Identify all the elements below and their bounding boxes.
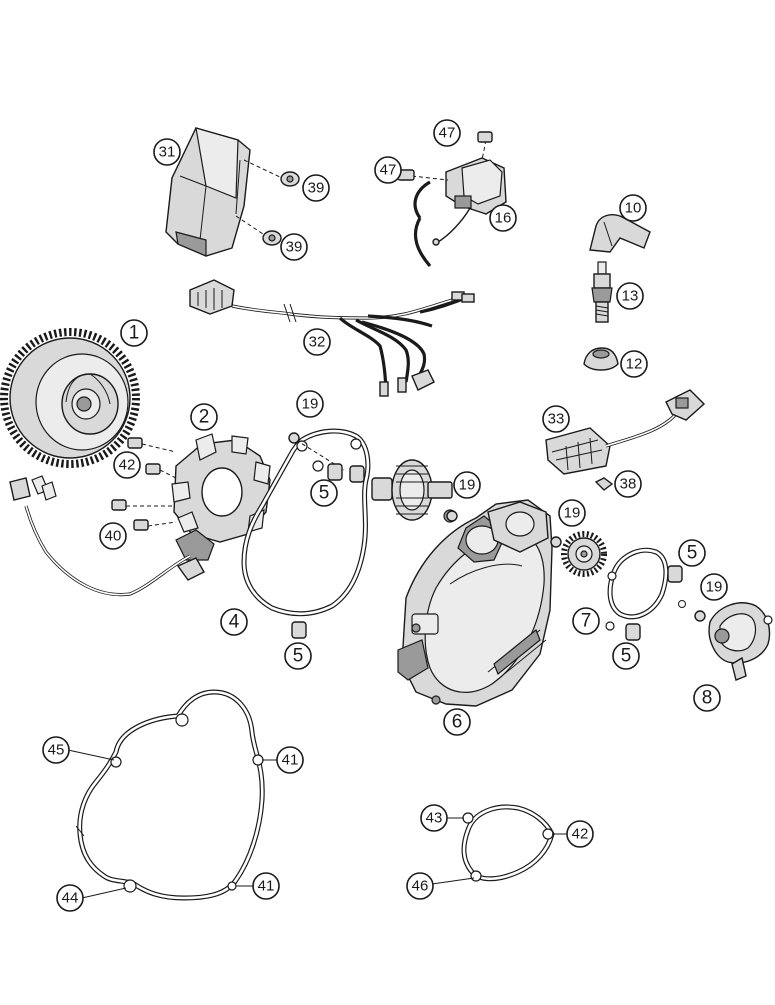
callout-19: 19 <box>558 499 586 527</box>
svg-text:1: 1 <box>129 323 140 344</box>
callout-8: 8 <box>693 684 721 712</box>
callout-7: 7 <box>572 607 600 635</box>
part-stator <box>9 433 271 597</box>
part-plug-boot <box>583 347 619 371</box>
svg-text:41: 41 <box>282 752 299 769</box>
svg-text:19: 19 <box>302 396 319 413</box>
svg-text:40: 40 <box>105 528 122 545</box>
svg-text:47: 47 <box>380 162 397 179</box>
callout-31: 31 <box>153 138 181 166</box>
callout-43: 43 <box>420 804 448 832</box>
svg-text:2: 2 <box>199 407 210 428</box>
callout-47: 47 <box>433 119 461 147</box>
callout-46: 46 <box>406 872 434 900</box>
svg-text:38: 38 <box>620 476 637 493</box>
callout-10: 10 <box>619 194 647 222</box>
svg-text:43: 43 <box>426 810 443 827</box>
callout-40: 40 <box>99 522 127 550</box>
callout-32: 32 <box>303 328 331 356</box>
part-gear-shaft <box>371 459 457 523</box>
svg-text:5: 5 <box>687 543 698 564</box>
svg-text:42: 42 <box>572 826 589 843</box>
callout-19: 19 <box>296 390 324 418</box>
part-spark-plug <box>591 261 613 323</box>
svg-text:45: 45 <box>48 742 65 759</box>
callout-6: 6 <box>443 708 471 736</box>
svg-text:44: 44 <box>62 890 79 907</box>
svg-text:32: 32 <box>309 334 326 351</box>
callout-12: 12 <box>620 350 648 378</box>
part-wiring-harness <box>189 279 475 397</box>
svg-text:19: 19 <box>564 505 581 522</box>
svg-text:42: 42 <box>119 457 136 474</box>
part-cdi-screws <box>235 159 300 246</box>
callout-47: 47 <box>374 156 402 184</box>
callout-42: 42 <box>566 820 594 848</box>
callout-44: 44 <box>56 884 84 912</box>
callout-13: 13 <box>616 282 644 310</box>
svg-text:5: 5 <box>293 646 304 667</box>
svg-text:33: 33 <box>548 411 565 428</box>
part-spark-plug-cap <box>589 214 651 253</box>
callout-39: 39 <box>280 233 308 261</box>
svg-text:19: 19 <box>459 477 476 494</box>
svg-text:19: 19 <box>706 579 723 596</box>
svg-text:5: 5 <box>621 646 632 667</box>
callout-16: 16 <box>489 204 517 232</box>
part-voltage-regulator <box>545 389 706 475</box>
svg-text:13: 13 <box>622 288 639 305</box>
svg-text:47: 47 <box>439 125 456 142</box>
svg-text:46: 46 <box>412 878 429 895</box>
svg-text:39: 39 <box>308 180 325 197</box>
callout-4: 4 <box>220 608 248 636</box>
leader-lines <box>67 749 568 899</box>
callout-2: 2 <box>190 403 218 431</box>
svg-text:41: 41 <box>258 878 275 895</box>
part-ignition-coil <box>397 131 507 268</box>
svg-text:10: 10 <box>625 200 642 217</box>
part-cover-gasket <box>241 428 371 617</box>
svg-text:12: 12 <box>626 356 643 373</box>
callout-33: 33 <box>542 405 570 433</box>
callout-39: 39 <box>302 174 330 202</box>
callout-5: 5 <box>310 479 338 507</box>
callout-5: 5 <box>284 642 312 670</box>
part-regulator-screw <box>594 477 614 491</box>
part-cdi-unit <box>165 127 251 257</box>
part-stator-screws <box>111 437 177 531</box>
callouts: 1 2 4 5 5 5 5 6 7 8 10 12 13 16 19 19 19… <box>42 119 728 912</box>
callout-45: 45 <box>42 736 70 764</box>
svg-text:6: 6 <box>452 712 463 733</box>
svg-text:39: 39 <box>286 239 303 256</box>
part-round-gasket <box>461 804 555 882</box>
svg-text:5: 5 <box>319 483 330 504</box>
part-dowel-pins <box>291 463 683 641</box>
svg-text:16: 16 <box>495 210 512 227</box>
part-cover-cap <box>708 602 773 681</box>
part-seals <box>288 432 706 622</box>
callout-41: 41 <box>252 872 280 900</box>
part-flywheel <box>0 328 140 468</box>
part-ignition-cover <box>397 499 553 707</box>
callout-42: 42 <box>113 451 141 479</box>
callout-41: 41 <box>276 746 304 774</box>
part-small-gasket <box>605 547 669 631</box>
svg-text:4: 4 <box>229 612 240 633</box>
callout-19: 19 <box>700 573 728 601</box>
svg-text:7: 7 <box>581 611 592 632</box>
part-idler-gear <box>561 531 607 577</box>
svg-text:8: 8 <box>702 688 713 709</box>
callout-5: 5 <box>678 539 706 567</box>
svg-text:31: 31 <box>159 144 176 161</box>
callout-5: 5 <box>612 642 640 670</box>
callout-19: 19 <box>453 471 481 499</box>
part-large-gasket <box>75 689 265 901</box>
callout-38: 38 <box>614 470 642 498</box>
callout-1: 1 <box>120 319 148 347</box>
